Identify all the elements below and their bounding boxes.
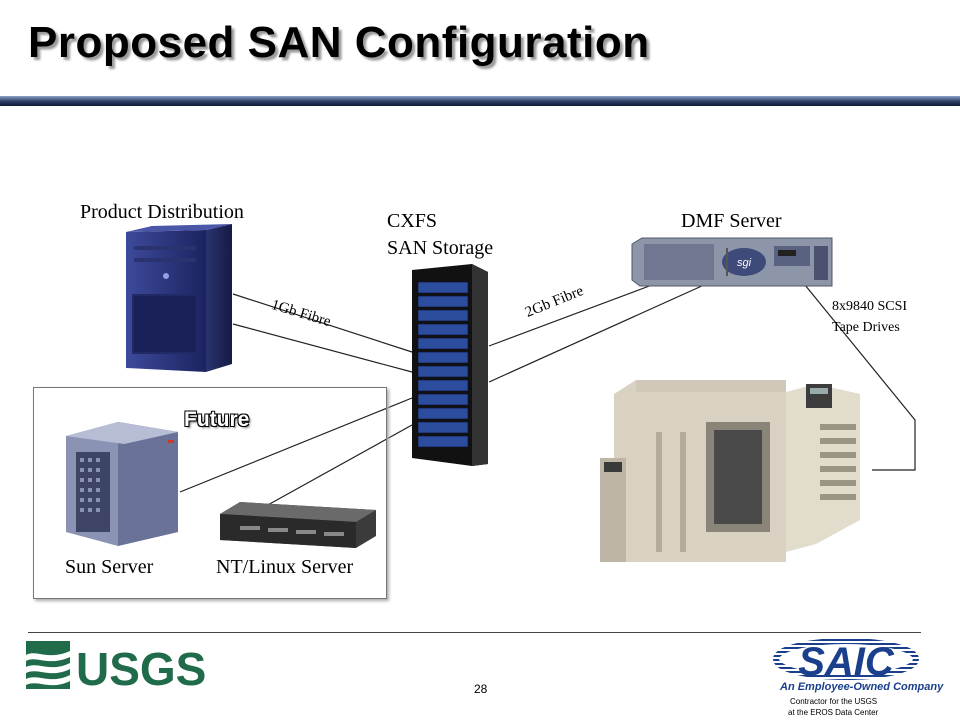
future-label: Future bbox=[184, 408, 250, 431]
link-san-to-dmf-top bbox=[488, 284, 653, 347]
page-number: 28 bbox=[474, 682, 488, 696]
contractor-line-2: at the EROS Data Center bbox=[788, 708, 879, 717]
saic-logo: SAIC An Employee-Owned Company Contracto… bbox=[772, 635, 943, 720]
slide-title: Proposed SAN Configuration bbox=[28, 18, 650, 67]
saic-tagline: An Employee-Owned Company bbox=[780, 681, 944, 693]
tape-library-icon bbox=[600, 380, 860, 562]
tape-drives-label-1: 8x9840 SCSI bbox=[832, 299, 908, 314]
link-pd-to-san-top bbox=[232, 293, 413, 353]
dmf-server-label: DMF Server bbox=[681, 210, 782, 232]
dmf-server-icon: sgi bbox=[631, 237, 833, 287]
link-san-to-dmf-bottom bbox=[488, 284, 705, 383]
sun-server-label: Sun Server bbox=[65, 556, 154, 578]
product-distribution-label: Product Distribution bbox=[80, 201, 244, 223]
tape-drives-label-2: Tape Drives bbox=[832, 320, 900, 335]
title-divider bbox=[0, 96, 960, 106]
saic-logo-text: SAIC bbox=[798, 640, 895, 683]
sun-server-icon bbox=[66, 422, 178, 546]
san-storage-rack-icon bbox=[412, 264, 488, 466]
san-storage-label: SAN Storage bbox=[387, 237, 494, 259]
saic-logo-mark: SAIC bbox=[773, 638, 919, 684]
link-dmf-to-tape bbox=[804, 284, 916, 471]
usgs-logo-text: USGS bbox=[76, 643, 206, 693]
product-distribution-server-icon bbox=[126, 224, 232, 372]
nt-linux-server-icon bbox=[220, 502, 376, 548]
future-group-box bbox=[33, 387, 387, 599]
svg-text:sgi: sgi bbox=[737, 257, 752, 269]
link-pd-to-san-bottom bbox=[232, 323, 413, 373]
contractor-line-1: Contractor for the USGS bbox=[790, 697, 878, 706]
link-sun-to-san bbox=[179, 397, 413, 493]
link-nt-to-san bbox=[265, 424, 413, 507]
nt-linux-server-label: NT/Linux Server bbox=[216, 556, 354, 578]
footer-divider bbox=[28, 632, 921, 633]
usgs-logo: USGS bbox=[26, 641, 206, 693]
cxfs-label: CXFS bbox=[387, 210, 438, 232]
